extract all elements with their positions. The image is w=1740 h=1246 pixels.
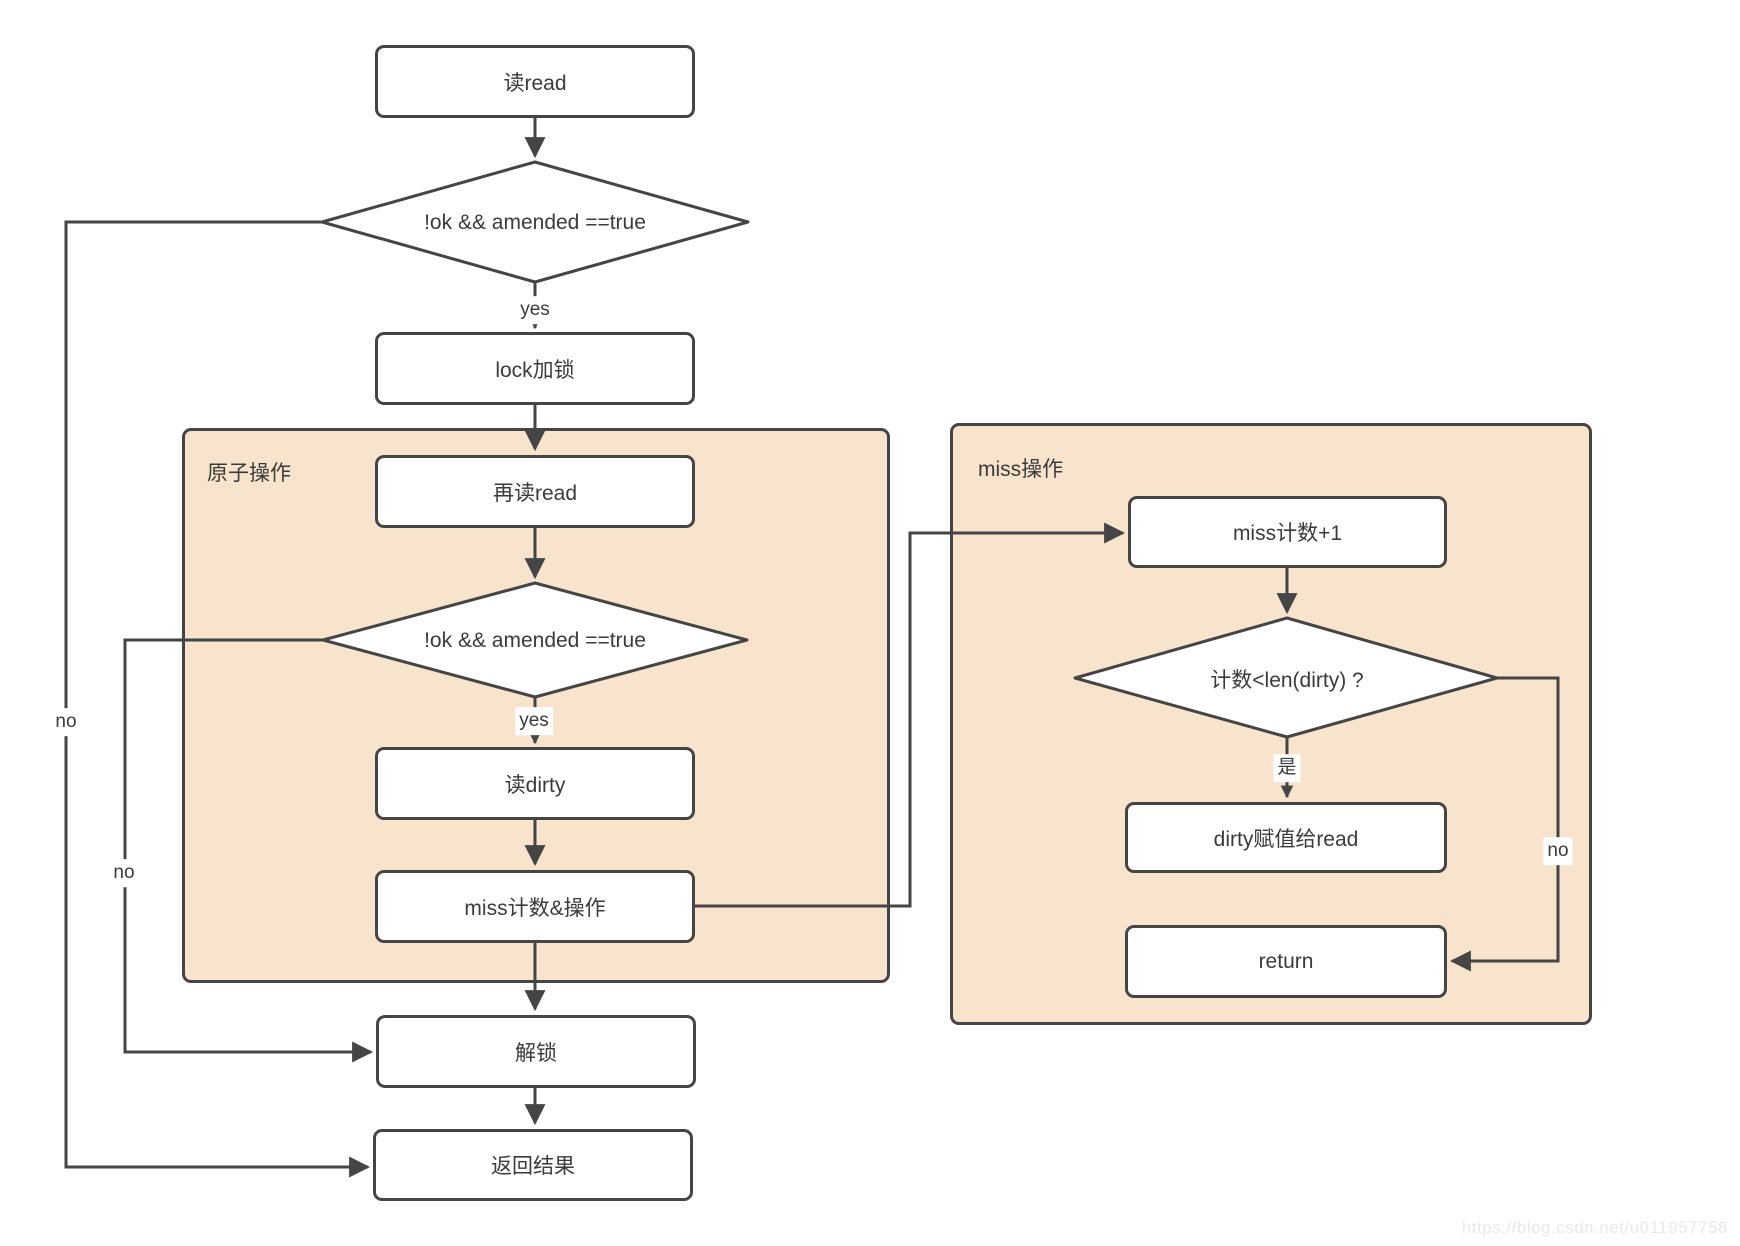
node-miss-incr: miss计数+1	[1128, 496, 1447, 568]
node-return-result: 返回结果	[373, 1129, 693, 1201]
node-unlock-label: 解锁	[515, 1041, 557, 1065]
group-miss-operation-label: miss操作	[978, 458, 1064, 481]
edge-label-check3-yes: 是	[1273, 754, 1301, 782]
node-return-label: return	[1258, 949, 1314, 973]
edge-check2-no	[123, 638, 374, 1063]
edge-label-check2-yes: yes	[515, 707, 553, 735]
node-dirty-to-read: dirty赋值给read	[1125, 802, 1447, 873]
node-read-label: 读read	[503, 71, 567, 95]
node-reread: 再读read	[375, 455, 695, 528]
node-dirty-to-read-label: dirty赋值给read	[1213, 827, 1359, 851]
group-miss-operation: miss操作	[950, 423, 1592, 1025]
node-reread-label: 再读read	[492, 481, 578, 505]
watermark-url: https://blog.csdn.net/u011957758	[1461, 1218, 1728, 1237]
node-lock-label: lock加锁	[495, 358, 575, 382]
decision-diamond-1	[320, 160, 750, 284]
node-unlock: 解锁	[376, 1015, 696, 1088]
edge-check3-no	[1449, 676, 1560, 972]
node-read: 读read	[375, 45, 695, 118]
edge-misscount-to-missincr	[695, 522, 1126, 908]
edge-label-check1-no: no	[51, 708, 81, 736]
edge-label-check3-no: no	[1543, 837, 1573, 865]
group-atomic-operation-label: 原子操作	[207, 462, 291, 485]
node-read-dirty-label: 读dirty	[504, 773, 566, 797]
decision-1-label: !ok && amended ==true	[424, 211, 646, 234]
decision-2-label: !ok && amended ==true	[424, 629, 646, 652]
node-miss-incr-label: miss计数+1	[1232, 522, 1343, 545]
decision-3-label: 计数<len(dirty) ?	[1210, 669, 1364, 692]
decision-diamond-3	[1073, 616, 1499, 739]
node-return: return	[1125, 925, 1447, 998]
edge-check1-no	[64, 220, 371, 1178]
node-lock: lock加锁	[375, 332, 695, 405]
node-miss-count-op: miss计数&操作	[375, 870, 695, 943]
edge-label-check2-no: no	[109, 859, 139, 887]
edge-label-check1-yes: yes	[516, 296, 554, 324]
decision-diamond-2	[321, 581, 749, 699]
node-read-dirty: 读dirty	[375, 747, 695, 820]
node-miss-count-op-label: miss计数&操作	[464, 896, 606, 920]
node-return-result-label: 返回结果	[491, 1155, 575, 1178]
